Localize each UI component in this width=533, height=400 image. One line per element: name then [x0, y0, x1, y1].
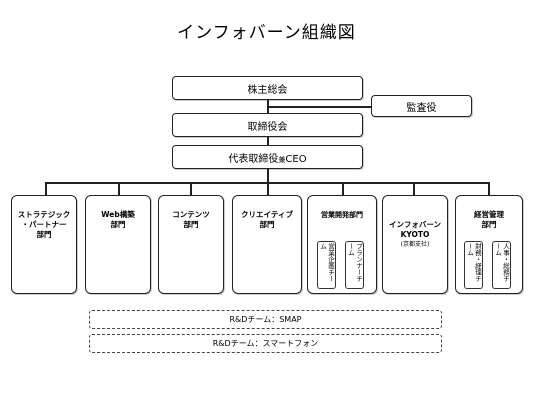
- connector-dept-4: [267, 182, 269, 195]
- dept-creative: クリエイティブ 部門: [232, 195, 302, 294]
- connector-dept-7: [488, 182, 490, 195]
- diagram-title: インフォバーン組織図: [177, 23, 356, 43]
- dept-label: 営業開発部門: [321, 211, 363, 219]
- connector-dept-2: [118, 182, 120, 195]
- team-finance: 財務・経理チーム: [464, 241, 483, 289]
- rd-team-smap-label: R&Dチーム：SMAP: [229, 315, 302, 324]
- dept-label: クリエイティブ 部門: [241, 210, 293, 229]
- rd-team-smartphone: R&Dチーム：スマートフォン: [89, 334, 442, 353]
- connector-shareholders-board: [267, 100, 269, 114]
- auditor-label: 監査役: [406, 102, 437, 114]
- connector-dept-5: [342, 182, 344, 195]
- connector-ceo-down: [267, 169, 269, 183]
- connector-dept-1: [45, 182, 47, 195]
- rd-team-smartphone-label: R&Dチーム：スマートフォン: [212, 339, 319, 348]
- dept-sales-development: 営業開発部門 営業企画チーム プランナーチーム: [307, 195, 377, 294]
- ceo-title: 代表取締役: [228, 153, 279, 165]
- board-box: 取締役会: [172, 113, 363, 137]
- ceo-box: 代表取締役兼CEO: [172, 145, 363, 169]
- dept-management: 経営管理 部門 財務・経理チーム 人事・総務チーム: [455, 195, 523, 294]
- dept-label: Web構築 部門: [101, 210, 135, 229]
- connector-dept-3: [190, 182, 192, 195]
- dept-kyoto-name: インフォバーン KYOTO: [389, 220, 441, 239]
- ceo-conjunction: 兼: [278, 155, 286, 164]
- dept-contents: コンテンツ 部門: [158, 195, 224, 294]
- dept-label: コンテンツ 部門: [172, 210, 210, 229]
- shareholders-label: 株主総会: [247, 84, 288, 96]
- team-planner: プランナーチーム: [345, 241, 364, 289]
- dept-strategic-partner: ストラテジック ・パートナー 部門: [11, 195, 77, 294]
- dept-label: インフォバーン KYOTO (京都支社): [385, 210, 445, 260]
- board-label: 取締役会: [247, 121, 288, 133]
- dept-kyoto-branch: (京都支社): [400, 241, 430, 248]
- connector-dept-6: [413, 182, 415, 195]
- connector-board-ceo: [267, 137, 269, 146]
- rd-team-smap: R&Dチーム：SMAP: [89, 310, 442, 329]
- auditor-box: 監査役: [371, 95, 472, 117]
- dept-label: ストラテジック ・パートナー 部門: [17, 210, 71, 239]
- shareholders-box: 株主総会: [172, 76, 363, 100]
- team-sales-planning: 営業企画チーム: [317, 241, 336, 289]
- ceo-role: CEO: [285, 153, 307, 165]
- connector-auditor: [268, 106, 372, 108]
- dept-web: Web構築 部門: [85, 195, 151, 294]
- dept-label: 経営管理 部門: [474, 210, 504, 229]
- team-hr: 人事・総務チーム: [492, 241, 511, 289]
- dept-kyoto: インフォバーン KYOTO (京都支社): [382, 195, 448, 294]
- ceo-label: 代表取締役兼CEO: [228, 150, 306, 165]
